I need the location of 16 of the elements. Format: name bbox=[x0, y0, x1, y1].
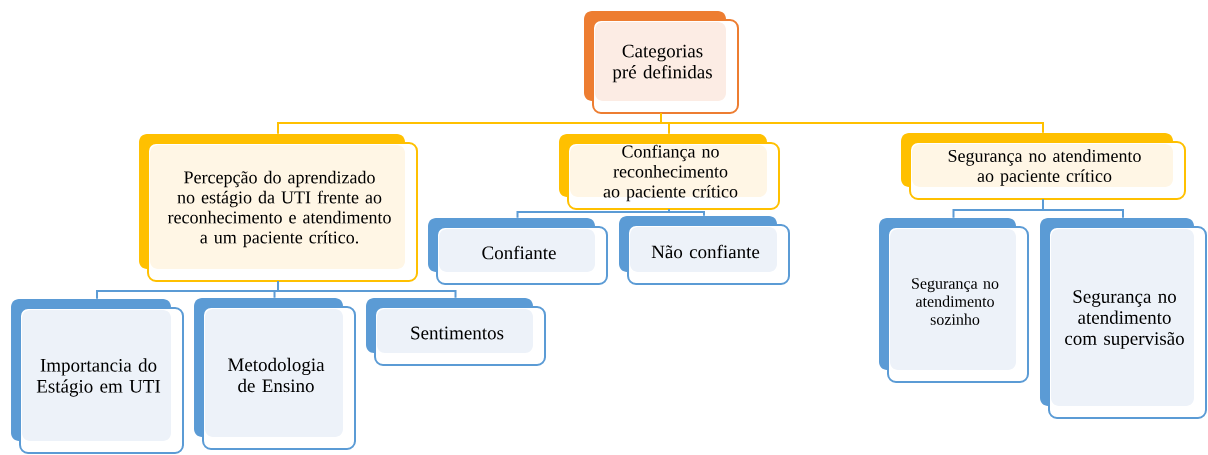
connector bbox=[1042, 198, 1124, 219]
connector bbox=[277, 280, 457, 299]
box: Confiança no reconhecimento ao paciente crítico bbox=[559, 134, 780, 210]
box: Percepção do aprendizado no estágio da UTI frente ao reconhecimento e atendimento a um paciente crítico. bbox=[139, 134, 418, 282]
box: Confiante bbox=[428, 218, 608, 285]
box: Segurança no atendimento com supervisão bbox=[1040, 218, 1207, 419]
box: Categorias pré definidas bbox=[584, 11, 739, 114]
connector bbox=[516, 208, 670, 219]
box: Metodologia de Ensino bbox=[194, 298, 356, 450]
connector bbox=[668, 208, 705, 217]
box: Não confiante bbox=[619, 216, 790, 285]
box: Sentimentos bbox=[366, 298, 546, 366]
connector bbox=[660, 112, 1044, 134]
box: Importancia do Estágio em UTI bbox=[11, 299, 184, 454]
box: Segurança no atendimento sozinho bbox=[879, 218, 1029, 383]
box: Segurança no atendimento ao paciente crítico bbox=[901, 133, 1186, 200]
